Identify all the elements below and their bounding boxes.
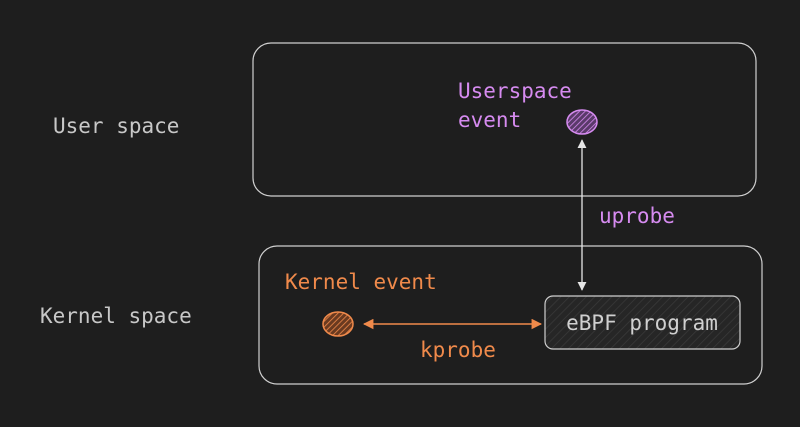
userspace-event-label-line1: Userspace — [458, 79, 572, 103]
user-space-label: User space — [53, 114, 179, 138]
kernel-event-dot — [322, 311, 354, 337]
userspace-event-label-line2: event — [458, 108, 521, 132]
ebpf-program-node: eBPF program — [544, 295, 741, 350]
ebpf-program-label: eBPF program — [566, 311, 718, 335]
kernel-space-label: Kernel space — [40, 304, 192, 328]
uprobe-label: uprobe — [599, 204, 675, 228]
ebpf-program-box — [544, 295, 741, 350]
kernel-space-box — [258, 245, 763, 385]
user-space-box — [252, 42, 757, 197]
kprobe-label: kprobe — [420, 338, 496, 362]
kernel-event-label: Kernel event — [285, 270, 437, 294]
userspace-event-dot — [566, 109, 598, 135]
